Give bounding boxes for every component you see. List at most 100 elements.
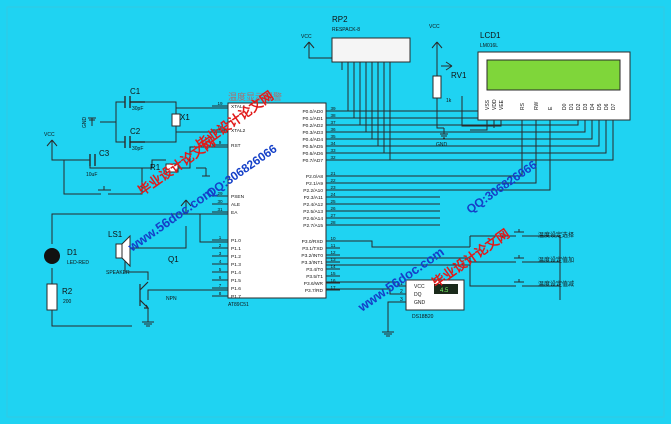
mcu-pin-label-15: P3.5/T1 <box>306 274 323 280</box>
lcd-pin-d0: D0 <box>562 103 568 110</box>
mcu-pin-number-12: 12 <box>330 250 336 255</box>
x1-label: X1 <box>180 113 190 122</box>
gnd-label-rv1: GND <box>436 142 448 148</box>
q1-label: Q1 <box>168 255 179 264</box>
lcd-pin-rw: RW <box>534 101 540 110</box>
lcd-pin-d4: D4 <box>590 103 596 110</box>
c3-capacitor <box>89 154 96 166</box>
mcu-pin-number-23: 23 <box>330 185 336 190</box>
mcu-pin-label-13: P3.3/INT1 <box>301 260 323 266</box>
lcd-pin-vee: VEE <box>499 99 505 110</box>
mcu-title: 温度显示报警 <box>228 91 282 102</box>
mcu-pin-number-35: 35 <box>330 134 336 139</box>
c1-capacitor <box>124 96 145 108</box>
mcu-pin-number-39: 39 <box>330 106 336 111</box>
lcd-screen <box>486 59 621 91</box>
lcd-pin-d5: D5 <box>597 103 603 110</box>
mcu-pin-number-17: 17 <box>330 285 336 290</box>
lcd-pin-d1: D1 <box>569 103 575 110</box>
c2-capacitor <box>124 136 145 148</box>
d1-led <box>44 248 60 264</box>
mcu-pin-number-11: 11 <box>331 243 336 248</box>
mcu-pin-number-29: 29 <box>217 191 223 196</box>
gnd-label-caps: GND <box>82 117 88 129</box>
lcd-pin-d6: D6 <box>604 103 610 110</box>
mcu-pin-number-21: 21 <box>330 171 336 176</box>
mcu-pin-number-19: 19 <box>217 101 223 106</box>
mcu-pin-number-7: 7 <box>219 283 222 288</box>
lcd-pin-vss: VSS <box>485 99 491 110</box>
mcu-pin-label-9: RST <box>231 143 241 149</box>
ds-pin-gnd: GND <box>414 300 426 306</box>
mcu-pin-number-33: 33 <box>330 148 336 153</box>
mcu-pin-label-37: P0.2/AD2 <box>302 123 323 129</box>
lcd-type: LM016L <box>480 43 498 49</box>
lcd-pin-d2: D2 <box>576 103 582 110</box>
mcu-pin-label-18: XTAL2 <box>231 128 246 134</box>
mcu-pin-number-31: 31 <box>217 207 223 212</box>
mcu-pin-number-9: 9 <box>219 140 222 145</box>
r2-value: 200 <box>63 299 72 305</box>
mcu-pin-label-26: P2.5/A13 <box>303 209 323 215</box>
mcu-pin-number-24: 24 <box>330 192 336 197</box>
mcu-pin-label-2: P1.1 <box>231 246 241 252</box>
mcu-pin-number-26: 26 <box>330 206 336 211</box>
ls1-type: SPEAKER <box>106 270 130 276</box>
rp2-type: RESPACK-8 <box>332 27 360 33</box>
mcu-pin-label-19: XTAL1 <box>231 104 246 110</box>
lcd-pin-d3: D3 <box>583 103 589 110</box>
x1-crystal <box>171 113 181 127</box>
mcu-pin-label-5: P1.4 <box>231 270 241 276</box>
r1-label: R1 <box>150 163 161 172</box>
mcu-pin-label-1: P1.0 <box>231 238 241 244</box>
mcu-pin-label-6: P1.5 <box>231 278 241 284</box>
c1-value: 30pF <box>132 106 143 112</box>
select-button-symbol <box>512 229 526 237</box>
mcu-pin-number-36: 36 <box>330 127 336 132</box>
ds-pin-dq: DQ <box>414 292 422 298</box>
mcu-at89c51: 19XTAL118XTAL29RST29PSEN30ALE31EA1P1.02P… <box>212 101 340 300</box>
mcu-pin-number-13: 13 <box>330 257 336 262</box>
mcu-pin-label-16: P3.6/WR <box>304 281 324 287</box>
r2-resistor <box>46 283 58 311</box>
mcu-pin-number-25: 25 <box>330 199 336 204</box>
mcu-pin-label-11: P3.1/TXD <box>302 246 323 252</box>
c2-value: 30pF <box>132 146 143 152</box>
mcu-pin-label-36: P0.3/AD3 <box>302 130 323 136</box>
ds-pin-number-2: 2 <box>400 289 403 295</box>
mcu-pin-label-25: P2.4/A12 <box>303 202 323 208</box>
lcd-pin-e: E <box>548 106 554 110</box>
mcu-pin-label-21: P2.0/A8 <box>306 174 323 180</box>
mcu-pin-number-37: 37 <box>330 120 336 125</box>
mcu-pin-label-28: P2.7/A15 <box>303 223 323 229</box>
mcu-pin-number-6: 6 <box>219 275 222 280</box>
mcu-right-pins: 39P0.0/AD038P0.1/AD137P0.2/AD236P0.3/AD3… <box>301 106 340 294</box>
ds-pin-number-1: 1 <box>400 281 403 287</box>
button-select-label: 温度设定选择 <box>538 231 574 239</box>
r2-label: R2 <box>62 287 73 296</box>
mcu-pin-number-22: 22 <box>330 178 336 183</box>
canvas-frame <box>6 6 665 418</box>
mcu-pin-label-12: P3.2/INT0 <box>301 253 323 259</box>
mcu-pin-label-35: P0.4/AD4 <box>302 137 323 143</box>
mcu-pin-number-1: 1 <box>219 235 222 240</box>
ls1-speaker <box>115 234 131 268</box>
mcu-pin-number-8: 8 <box>219 291 222 296</box>
mcu-pin-number-27: 27 <box>330 213 336 218</box>
button-minus-label: 温度设定值减 <box>538 280 574 288</box>
ds-pin-vcc: VCC <box>414 284 425 290</box>
lcd-pin-vdd: VDD <box>492 99 498 110</box>
mcu-pin-number-15: 15 <box>330 271 336 276</box>
mcu-pin-label-27: P2.6/A14 <box>303 216 323 222</box>
mcu-pin-number-30: 30 <box>217 199 223 204</box>
labels: RP2 RESPACK-8 LCD1 LM016L VCC VCC VCC RV… <box>44 15 574 320</box>
mcu-pin-label-3: P1.2 <box>231 254 241 260</box>
ds18b20-display <box>434 284 458 294</box>
mcu-pin-label-24: P2.3/A11 <box>304 195 324 201</box>
mcu-body <box>227 102 327 299</box>
mcu-pin-number-5: 5 <box>219 267 222 272</box>
components <box>44 37 631 311</box>
mcu-pin-number-3: 3 <box>219 251 222 256</box>
